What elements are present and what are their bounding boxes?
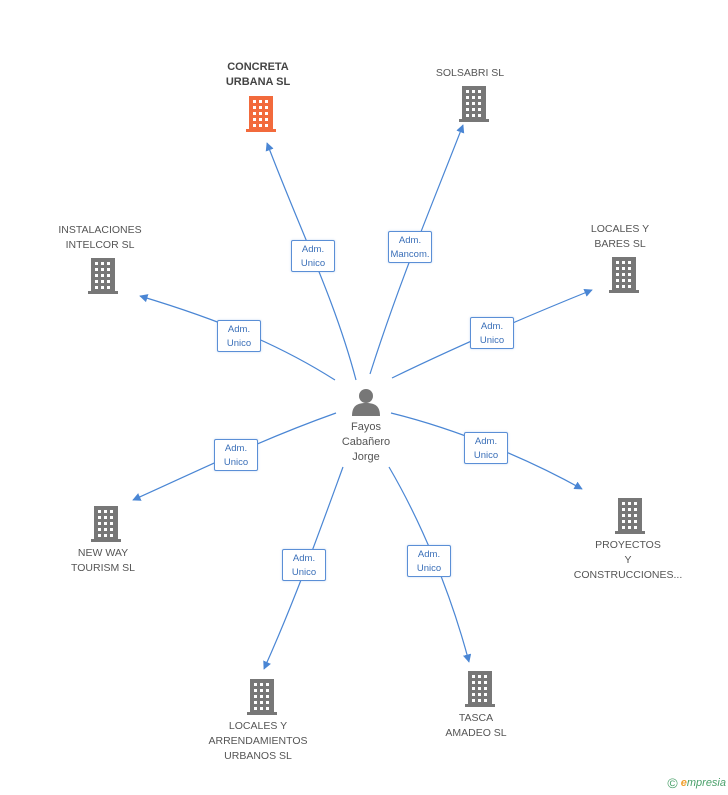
role-badge-line: Adm. [227,324,251,335]
company-label-solsabri[interactable]: SOLSABRI SL [436,66,504,81]
role-badge-line: Unico [291,567,317,578]
role-badge-proyectos[interactable]: Adm. Unico [464,432,508,464]
company-label-line: LOCALES Y [590,223,650,235]
role-badge-line: Unico [416,563,442,574]
company-label-line: CONCRETA [227,61,289,73]
role-badge-line: Mancom. [390,249,430,260]
role-badge-tasca[interactable]: Adm. Unico [407,545,451,577]
copyright-icon: © [667,775,678,791]
company-label-line: TOURISM SL [71,562,135,574]
brand-footer: © empresia [667,775,726,791]
role-badge-line: Adm. [398,235,422,246]
person-icon[interactable] [351,387,381,422]
person-name-line: Cabañero [341,436,391,448]
company-label-line: URBANOS SL [224,750,292,762]
person-name[interactable]: Fayos Cabañero Jorge [342,420,390,465]
role-badge-line: Unico [226,338,252,349]
company-label-line: AMADEO SL [445,727,507,739]
company-label-line: BARES SL [594,238,646,250]
company-label-line: SOLSABRI SL [435,67,505,79]
role-badge-locales_arr[interactable]: Adm. Unico [282,549,326,581]
company-label-line: Y [624,554,632,566]
building-icon[interactable] [246,96,276,137]
building-icon[interactable] [459,86,489,127]
role-badge-line: Unico [479,335,505,346]
role-badge-locales_bares[interactable]: Adm. Unico [470,317,514,349]
company-label-concreta[interactable]: CONCRETA URBANA SL [226,60,290,90]
role-badge-concreta[interactable]: Adm. Unico [291,240,335,272]
company-label-line: URBANA SL [225,76,291,88]
company-label-instalaciones[interactable]: INSTALACIONES INTELCOR SL [58,223,141,253]
role-badge-line: Adm. [417,549,441,560]
role-badge-line: Adm. [224,443,248,454]
brand-logo-e: e [680,776,687,789]
company-label-line: CONSTRUCCIONES... [573,569,683,581]
building-icon[interactable] [465,671,495,712]
company-label-line: ARRENDAMIENTOS [208,735,308,747]
building-icon[interactable] [609,257,639,298]
company-label-proyectos[interactable]: PROYECTOS Y CONSTRUCCIONES... [574,538,683,583]
company-label-tasca[interactable]: TASCA AMADEO SL [445,711,506,741]
role-badge-line: Adm. [301,244,325,255]
person-name-line: Fayos [351,421,381,433]
building-icon[interactable] [247,679,277,720]
role-badge-line: Unico [223,457,249,468]
role-badge-line: Unico [300,258,326,269]
company-label-locales_arr[interactable]: LOCALES Y ARRENDAMIENTOS URBANOS SL [209,719,308,764]
role-badge-solsabri[interactable]: Adm. Mancom. [388,231,432,263]
role-badge-line: Unico [473,450,499,461]
company-label-line: TASCA [458,712,494,724]
company-label-locales_bares[interactable]: LOCALES Y BARES SL [591,222,649,252]
brand-name: mpresia [686,776,726,789]
company-label-line: LOCALES Y [228,720,288,732]
building-icon[interactable] [88,258,118,299]
role-badge-instalaciones[interactable]: Adm. Unico [217,320,261,352]
role-badge-line: Adm. [474,436,498,447]
building-icon[interactable] [615,498,645,539]
company-label-line: INSTALACIONES [58,224,142,236]
company-label-newway[interactable]: NEW WAY TOURISM SL [71,546,135,576]
person-name-line: Jorge [352,451,380,463]
role-badge-newway[interactable]: Adm. Unico [214,439,258,471]
building-icon[interactable] [91,506,121,547]
role-badge-line: Adm. [480,321,504,332]
company-label-line: INTELCOR SL [65,239,135,251]
role-badge-line: Adm. [292,553,316,564]
company-label-line: NEW WAY [77,547,129,559]
company-label-line: PROYECTOS [595,539,661,551]
